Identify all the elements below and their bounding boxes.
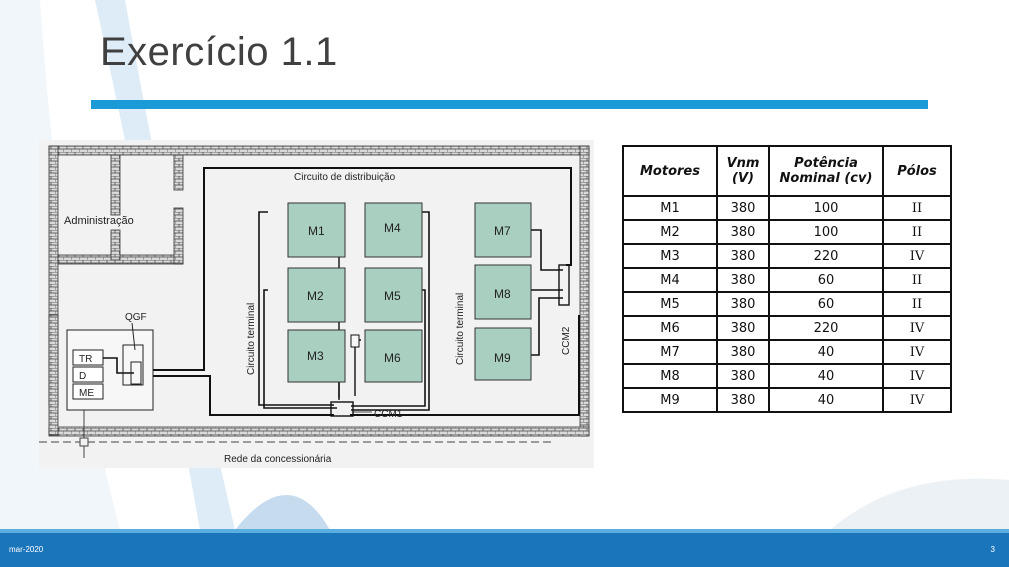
utility-label: Rede da concessionária [224, 454, 332, 465]
page-number: 3 [990, 545, 995, 554]
table-row: M1 380 100 II [622, 195, 952, 221]
header-motores: Motores [622, 145, 718, 197]
cell-voltage: 380 [716, 387, 770, 413]
motor-label-m7: M7 [494, 224, 511, 238]
cell-motor: M6 [622, 315, 718, 341]
header-potencia: Potência Nominal (cv) [768, 145, 884, 197]
cell-poles: II [882, 219, 952, 245]
table-header-row: Motores Vnm (V) Potência Nominal (cv) Pó… [622, 145, 952, 197]
motor-label-m5: M5 [384, 289, 401, 303]
cell-poles: IV [882, 339, 952, 365]
cell-motor: M7 [622, 339, 718, 365]
cell-motor: M9 [622, 387, 718, 413]
distribution-label: Circuito de distribuição [294, 172, 396, 183]
footer-bar [0, 533, 1009, 567]
header-polos: Pólos [882, 145, 952, 197]
cell-power: 40 [768, 363, 884, 389]
cell-poles: IV [882, 315, 952, 341]
motor-label-m4: M4 [384, 221, 401, 235]
table-row: M4 380 60 II [622, 267, 952, 293]
ccm2-label: CCM2 [561, 326, 572, 355]
ccm1-label: CCM1 [374, 409, 403, 420]
cell-voltage: 380 [716, 243, 770, 269]
table-row: M9 380 40 IV [622, 387, 952, 413]
panel-me-label: ME [79, 388, 94, 399]
cell-power: 220 [768, 315, 884, 341]
footer-date: mar-2020 [9, 545, 44, 554]
header-vnm: Vnm (V) [716, 145, 770, 197]
cell-voltage: 380 [716, 195, 770, 221]
footer-accent-line [0, 529, 1009, 533]
motor-label-m3: M3 [307, 349, 324, 363]
cell-voltage: 380 [716, 363, 770, 389]
cell-power: 40 [768, 339, 884, 365]
cell-motor: M1 [622, 195, 718, 221]
cell-poles: II [882, 291, 952, 317]
cell-power: 40 [768, 387, 884, 413]
title-underline [91, 100, 928, 109]
motor-label-m9: M9 [494, 351, 511, 365]
table-row: M5 380 60 II [622, 291, 952, 317]
cell-poles: IV [882, 243, 952, 269]
cell-voltage: 380 [716, 291, 770, 317]
motors-table: Motores Vnm (V) Potência Nominal (cv) Pó… [622, 145, 952, 413]
cell-motor: M3 [622, 243, 718, 269]
cell-voltage: 380 [716, 315, 770, 341]
cell-power: 100 [768, 219, 884, 245]
cell-power: 100 [768, 195, 884, 221]
table-row: M2 380 100 II [622, 219, 952, 245]
cell-poles: II [882, 267, 952, 293]
motor-label-m2: M2 [307, 289, 324, 303]
motor-label-m1: M1 [308, 224, 325, 238]
qgf-label: QGF [125, 312, 147, 323]
terminal-label-left: Circuito terminal [246, 303, 257, 375]
admin-label: Administração [64, 215, 134, 227]
slide-title: Exercício 1.1 [100, 30, 338, 74]
cell-motor: M2 [622, 219, 718, 245]
table-row: M3 380 220 IV [622, 243, 952, 269]
terminal-label-right: Circuito terminal [455, 293, 466, 365]
cell-poles: IV [882, 387, 952, 413]
motors-table-container: Motores Vnm (V) Potência Nominal (cv) Pó… [622, 145, 952, 413]
cell-voltage: 380 [716, 219, 770, 245]
cell-voltage: 380 [716, 267, 770, 293]
cell-poles: II [882, 195, 952, 221]
cell-power: 60 [768, 267, 884, 293]
installation-diagram: Administração Circuito de distribuição Q… [39, 140, 594, 468]
table-row: M7 380 40 IV [622, 339, 952, 365]
cell-motor: M4 [622, 267, 718, 293]
cell-motor: M5 [622, 291, 718, 317]
cell-poles: IV [882, 363, 952, 389]
table-row: M6 380 220 IV [622, 315, 952, 341]
cell-motor: M8 [622, 363, 718, 389]
cell-power: 220 [768, 243, 884, 269]
cell-power: 60 [768, 291, 884, 317]
panel-d-label: D [79, 371, 86, 382]
panel-tr-label: TR [79, 354, 92, 365]
table-row: M8 380 40 IV [622, 363, 952, 389]
motor-label-m6: M6 [384, 351, 401, 365]
motor-label-m8: M8 [494, 287, 511, 301]
cell-voltage: 380 [716, 339, 770, 365]
